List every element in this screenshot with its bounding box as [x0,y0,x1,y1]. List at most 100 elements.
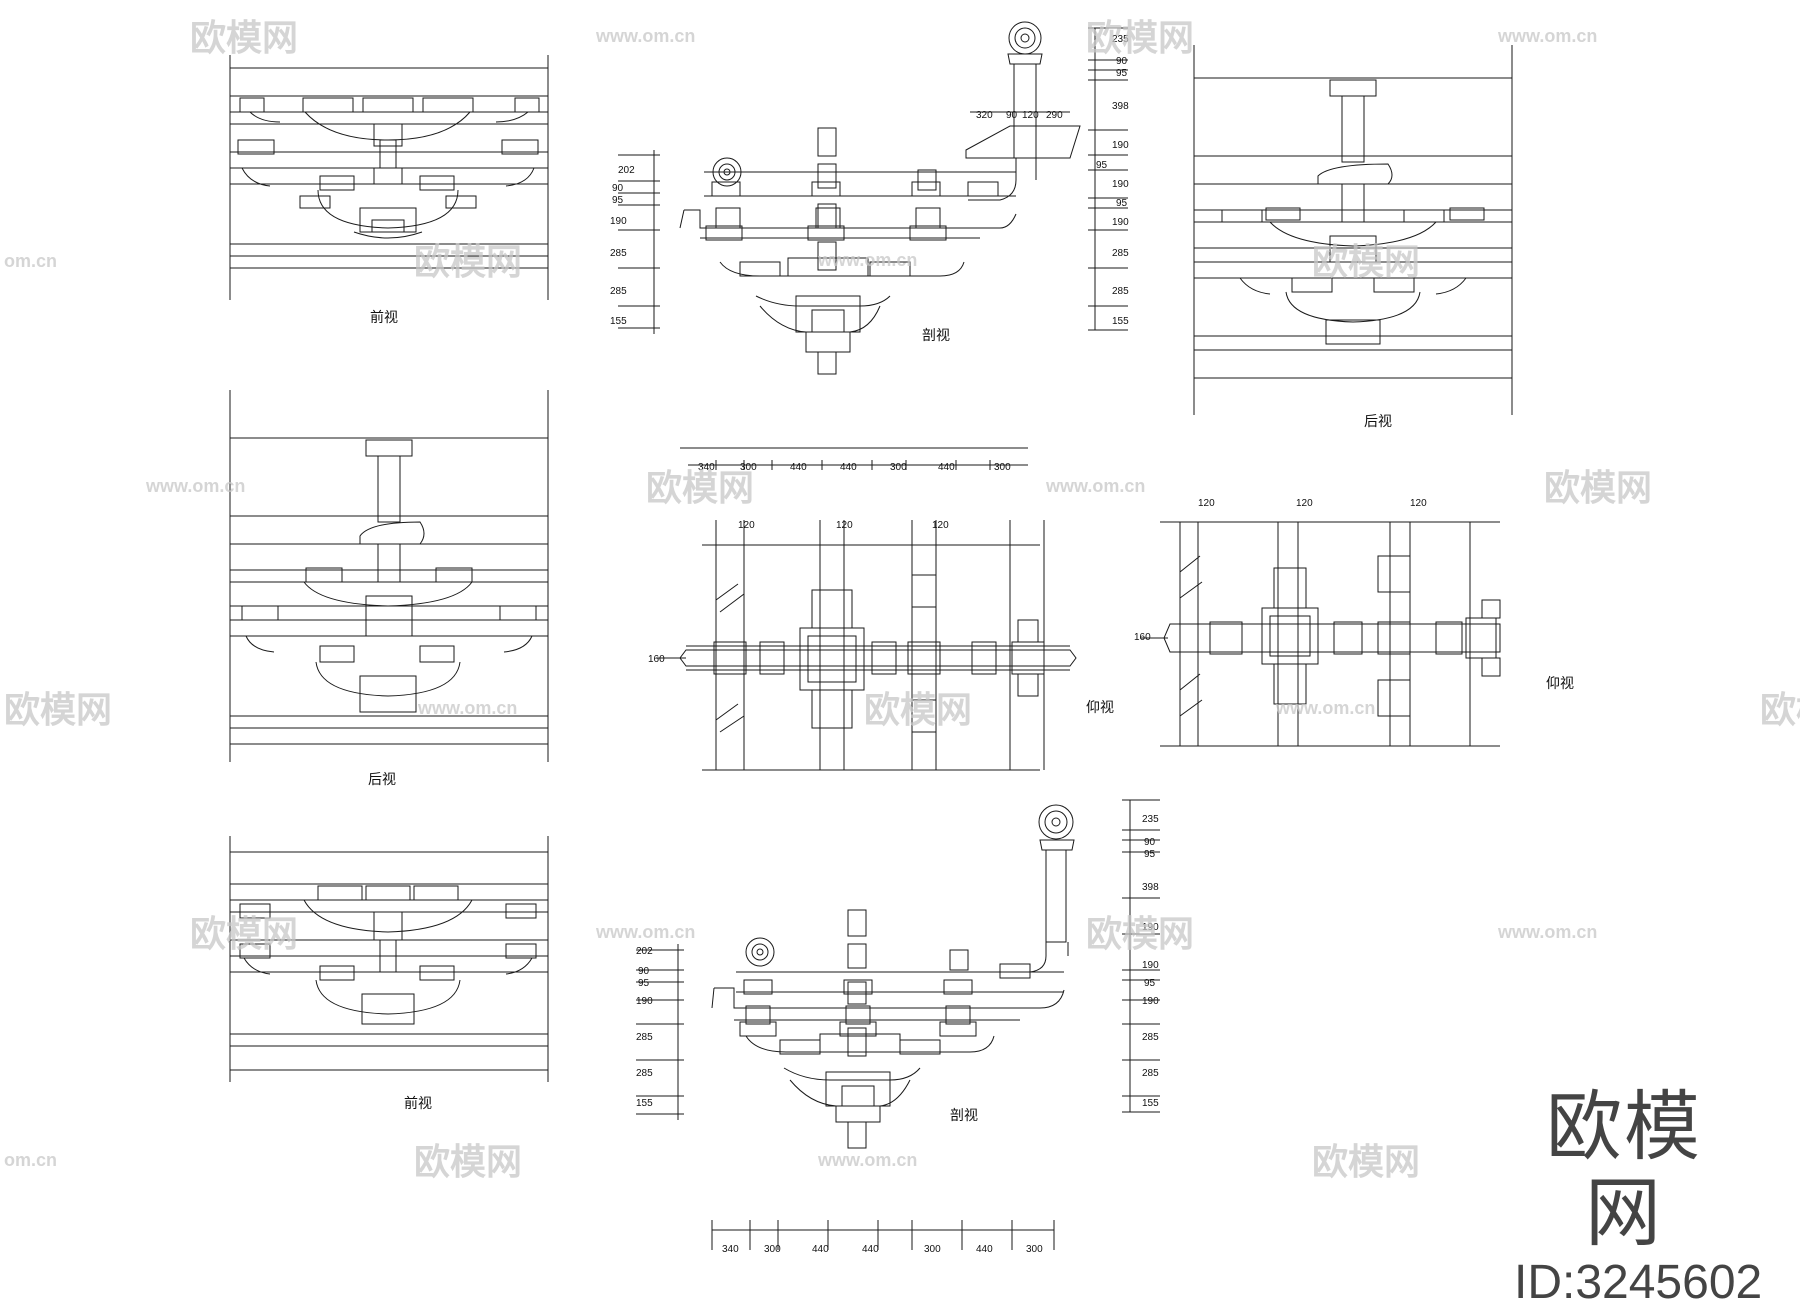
watermark-logo: 欧模网 [190,17,298,58]
dim-text: 340 [698,462,715,473]
dim-text: 235 [1142,814,1159,825]
watermark-url: www.om.cn [595,922,695,942]
watermark-url: www.om.cn [817,250,917,270]
label-bottom-view-2: 仰视 [1546,676,1574,692]
label-rear-view-middle: 后视 [368,772,396,788]
dim-text: 120 [1022,110,1039,121]
watermark-url: www.om.cn [417,698,517,718]
dim-text: 190 [636,996,653,1007]
dim-text: 300 [764,1244,781,1255]
watermark-logo: 欧模网 [1086,17,1194,58]
dim-text: 285 [1142,1032,1159,1043]
brand-id: ID:3245602 [1514,1256,1763,1309]
dim-text: 120 [1198,498,1215,509]
dim-text: 398 [1142,882,1159,893]
section-view-bottom [636,799,1160,1149]
plan-dimension-bottom [711,1220,1055,1250]
dim-text: 190 [1112,217,1129,228]
dim-text: 202 [636,946,653,957]
dim-text: 190 [1142,996,1159,1007]
dim-text: 120 [836,520,853,531]
brand-logo: 欧模网 [1546,1085,1702,1256]
dim-text: 285 [636,1032,653,1043]
watermark-url: om.cn [4,1150,57,1170]
dim-text: 440 [976,1244,993,1255]
label-front-view-bottom: 前视 [404,1095,432,1112]
dim-text: 300 [994,462,1011,473]
watermark-logo: 欧模网 [1086,913,1194,954]
dim-text: 285 [1142,1068,1159,1079]
dim-text: 285 [636,1068,653,1079]
dim-text: 300 [1026,1244,1043,1255]
watermark-url: www.om.cn [595,26,695,46]
dim-text: 440 [840,462,857,473]
dim-text: 235 [1112,34,1129,45]
dim-text: 120 [1410,498,1427,509]
dim-text: 300 [740,462,757,473]
dim-text: 440 [812,1244,829,1255]
dim-text: 95 [1116,68,1128,79]
dim-text: 155 [1112,316,1129,327]
dim-text: 190 [610,216,627,227]
watermark-url: www.om.cn [1275,698,1375,718]
watermark-logo: 欧模网 [1312,1141,1420,1182]
dim-text: 300 [924,1244,941,1255]
dim-text: 320 [976,110,993,121]
label-section-view-bottom: 剖视 [950,1108,978,1124]
dim-text: 90 [638,966,650,977]
watermark-logo: 欧模网 [190,913,298,954]
dim-text: 120 [1296,498,1313,509]
bottom-view-1 [656,447,1077,771]
watermark-logo: 欧模网 [1544,467,1652,508]
dim-text: 290 [1046,110,1063,121]
watermark-logo: 欧模网 [1312,241,1420,282]
dim-text: 398 [1112,101,1129,112]
dim-text: 95 [1144,849,1156,860]
watermark-url: www.om.cn [1497,922,1597,942]
dim-text: 90 [612,183,624,194]
dim-text: 285 [1112,286,1129,297]
watermark-url: www.om.cn [817,1150,917,1170]
dim-text: 90 [1144,837,1156,848]
front-view-top [229,55,549,300]
watermark-url: www.om.cn [145,476,245,496]
dim-text: 285 [610,248,627,259]
bottom-view-2 [1140,521,1501,747]
watermark-logo: 欧模网 [646,467,754,508]
label-rear-view-top-right: 后视 [1364,414,1392,430]
watermark-logo: 欧模网 [4,689,112,730]
dim-text: 300 [890,462,907,473]
watermark-logo: 欧模网 [864,689,972,730]
dim-text: 95 [1116,198,1128,209]
dim-text: 90 [1006,110,1018,121]
dim-text: 285 [1112,248,1129,259]
dim-text: 155 [636,1098,653,1109]
watermark-logo: 欧模网 [1760,689,1800,730]
section-view-top [618,21,1128,375]
front-view-bottom [229,836,549,1082]
watermark-url: om.cn [4,251,57,271]
dim-text: 190 [1112,179,1129,190]
dim-text: 440 [938,462,955,473]
watermark-logo: 欧模网 [414,241,522,282]
label-front-view-top: 前视 [370,309,398,326]
dim-text: 155 [610,316,627,327]
watermark-logo: 欧模网 [414,1141,522,1182]
dim-text: 95 [612,195,624,206]
dim-text: 160 [1134,632,1151,643]
dim-text: 190 [1142,960,1159,971]
rear-view-middle [229,390,549,762]
dim-text: 160 [648,654,665,665]
dim-text: 95 [1096,160,1108,171]
watermark-url: www.om.cn [1045,476,1145,496]
label-section-view-top: 剖视 [922,328,950,344]
dim-text: 440 [790,462,807,473]
watermark-url: www.om.cn [1497,26,1597,46]
dim-text: 155 [1142,1098,1159,1109]
dim-text: 285 [610,286,627,297]
dim-text: 120 [932,520,949,531]
rear-view-top-right [1193,45,1513,415]
dim-text: 340 [722,1244,739,1255]
dim-text: 202 [618,165,635,176]
drawing-sheet: 前视 剖视 后视 后视 仰视 仰视 前视 剖视 202 90 95 190 28… [4,17,1800,1255]
